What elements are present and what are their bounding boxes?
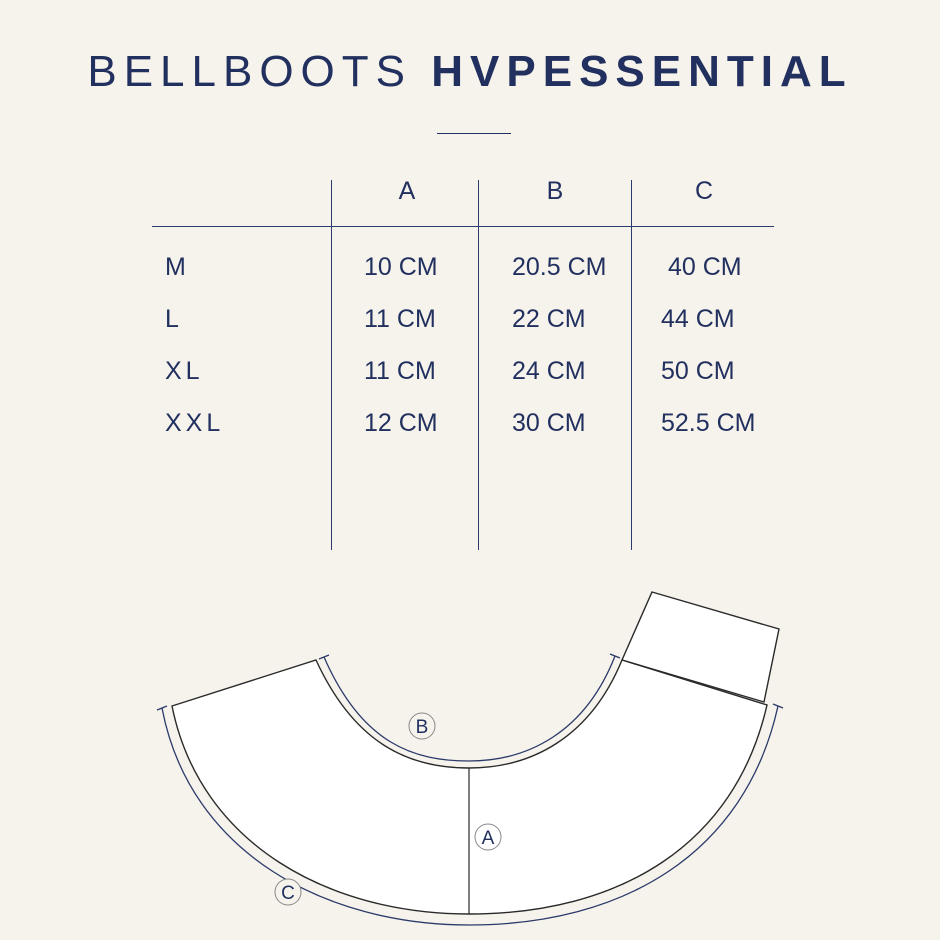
- label-c: C: [281, 883, 295, 904]
- value-a: 12 CM: [364, 409, 438, 437]
- value-a: 11 CM: [364, 305, 436, 333]
- dimension-c-arc: [161, 705, 779, 926]
- size-label: L: [165, 305, 183, 333]
- title-divider: [437, 133, 511, 134]
- title-prefix: BELLBOOTS: [87, 47, 413, 96]
- label-b: B: [416, 717, 429, 738]
- table-column-divider: [631, 180, 632, 550]
- dimension-b-arc: [323, 655, 616, 762]
- dimension-b-tick: [609, 653, 621, 659]
- table-header-c: C: [694, 177, 714, 205]
- label-b-marker: B: [408, 712, 436, 740]
- size-label: XXL: [165, 409, 225, 437]
- value-a: 10 CM: [364, 253, 438, 281]
- dimension-c-tick: [772, 703, 784, 709]
- dimension-b-tick: [318, 654, 330, 660]
- table-column-divider: [331, 180, 332, 550]
- size-label: M: [165, 253, 190, 281]
- table-header-rule: [152, 226, 774, 227]
- table-header-b: B: [546, 177, 564, 205]
- value-b: 22 CM: [512, 305, 586, 333]
- value-b: 24 CM: [512, 357, 586, 385]
- value-b: 30 CM: [512, 409, 586, 437]
- label-a-marker: A: [474, 823, 502, 851]
- title-product: HVPESSENTIAL: [431, 47, 853, 96]
- value-c: 50 CM: [661, 357, 735, 385]
- closure-tab: [621, 591, 780, 703]
- dimension-c-tick: [156, 705, 168, 711]
- label-a: A: [482, 828, 495, 849]
- value-c: 44 CM: [661, 305, 735, 333]
- value-c: 40 CM: [668, 253, 742, 281]
- table-column-divider: [478, 180, 479, 550]
- label-c-marker: C: [274, 878, 302, 906]
- table-header-a: A: [398, 177, 416, 205]
- value-a: 11 CM: [364, 357, 436, 385]
- size-label: XL: [165, 357, 204, 385]
- page-title: BELLBOOTS HVPESSENTIAL: [0, 44, 940, 100]
- value-c: 52.5 CM: [661, 409, 756, 437]
- value-b: 20.5 CM: [512, 253, 607, 281]
